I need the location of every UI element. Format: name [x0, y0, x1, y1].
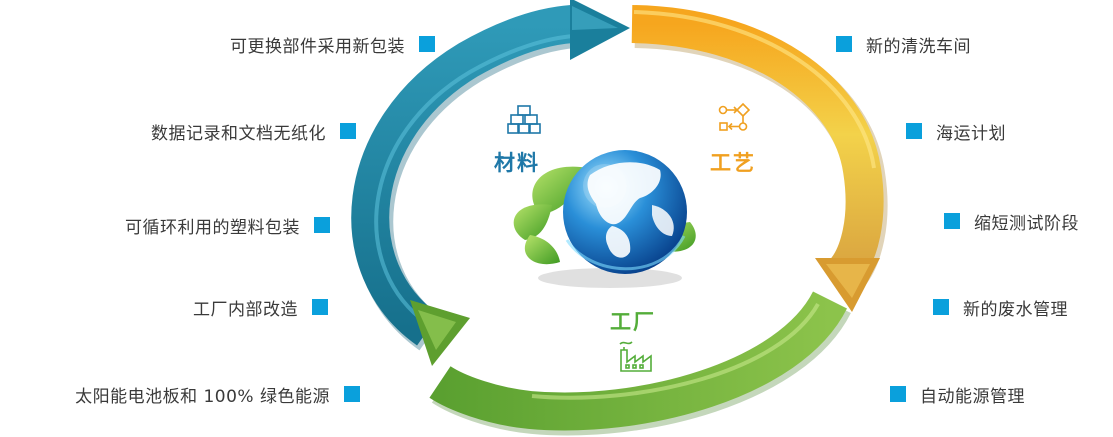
earth-globe-with-leaves-icon — [513, 150, 696, 288]
materials-arrow — [351, 0, 630, 351]
factory-arrow — [410, 290, 851, 436]
list-item-label: 可更换部件采用新包装 — [230, 36, 405, 57]
list-item: 数据记录和文档无纸化 — [40, 120, 356, 144]
list-item: 新的废水管理 — [933, 296, 1068, 320]
square-bullet-icon — [340, 123, 356, 139]
list-item: 工厂内部改造 — [40, 296, 328, 320]
process-arrow — [631, 5, 888, 312]
category-materials: 材料 — [494, 147, 540, 177]
square-bullet-icon — [344, 386, 360, 402]
list-item-label: 数据记录和文档无纸化 — [151, 123, 326, 144]
square-bullet-icon — [314, 217, 330, 233]
list-item-label: 新的清洗车间 — [866, 36, 971, 57]
category-materials-label: 材料 — [494, 151, 540, 175]
factory-icon — [619, 341, 652, 372]
list-item-label: 缩短测试阶段 — [974, 213, 1079, 234]
list-item: 海运计划 — [906, 120, 1006, 144]
list-item-label: 工厂内部改造 — [193, 299, 298, 320]
category-process-label: 工艺 — [710, 151, 756, 175]
list-item-label: 可循环利用的塑料包装 — [125, 217, 300, 238]
list-item: 缩短测试阶段 — [944, 210, 1079, 234]
square-bullet-icon — [836, 36, 852, 52]
square-bullet-icon — [312, 299, 328, 315]
square-bullet-icon — [419, 36, 435, 52]
list-item: 太阳能电池板和 100% 绿色能源 — [4, 383, 360, 407]
square-bullet-icon — [890, 386, 906, 402]
category-factory: 工厂 — [610, 306, 656, 336]
list-item: 可循环利用的塑料包装 — [20, 214, 330, 238]
list-item-label: 太阳能电池板和 100% 绿色能源 — [75, 386, 330, 407]
process-flow-icon — [718, 102, 751, 131]
square-bullet-icon — [906, 123, 922, 139]
list-item-label: 自动能源管理 — [920, 386, 1025, 407]
square-bullet-icon — [933, 299, 949, 315]
category-factory-label: 工厂 — [610, 310, 656, 334]
list-item-label: 海运计划 — [936, 123, 1006, 144]
stacked-boxes-icon — [507, 105, 541, 134]
list-item: 可更换部件采用新包装 — [40, 33, 435, 57]
square-bullet-icon — [944, 213, 960, 229]
list-item: 新的清洗车间 — [836, 33, 971, 57]
list-item-label: 新的废水管理 — [963, 299, 1068, 320]
category-process: 工艺 — [710, 147, 756, 177]
list-item: 自动能源管理 — [890, 383, 1025, 407]
